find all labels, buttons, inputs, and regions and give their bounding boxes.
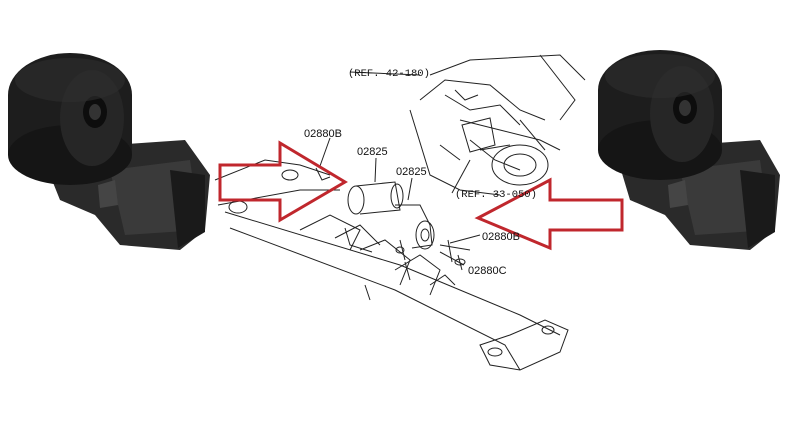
part-label-02825-b: 02825 (396, 166, 427, 178)
right-mount-photo (598, 50, 780, 250)
ref-label-top: (REF. 42-180) (348, 68, 430, 80)
part-label-02880b-top: 02880B (304, 128, 342, 140)
part-label-02825-a: 02825 (357, 146, 388, 158)
part-label-02880b-right: 02880B (482, 231, 520, 243)
arrow-left-outline (474, 177, 624, 251)
arrow-right-outline (218, 140, 348, 223)
engine-assembly-lineart (409, 54, 586, 196)
part-label-02880c: 02880C (468, 265, 507, 277)
left-mount-photo (8, 53, 210, 250)
ref-label-mid: (REF. 33-050) (455, 189, 537, 201)
leader-lines (319, 71, 481, 266)
